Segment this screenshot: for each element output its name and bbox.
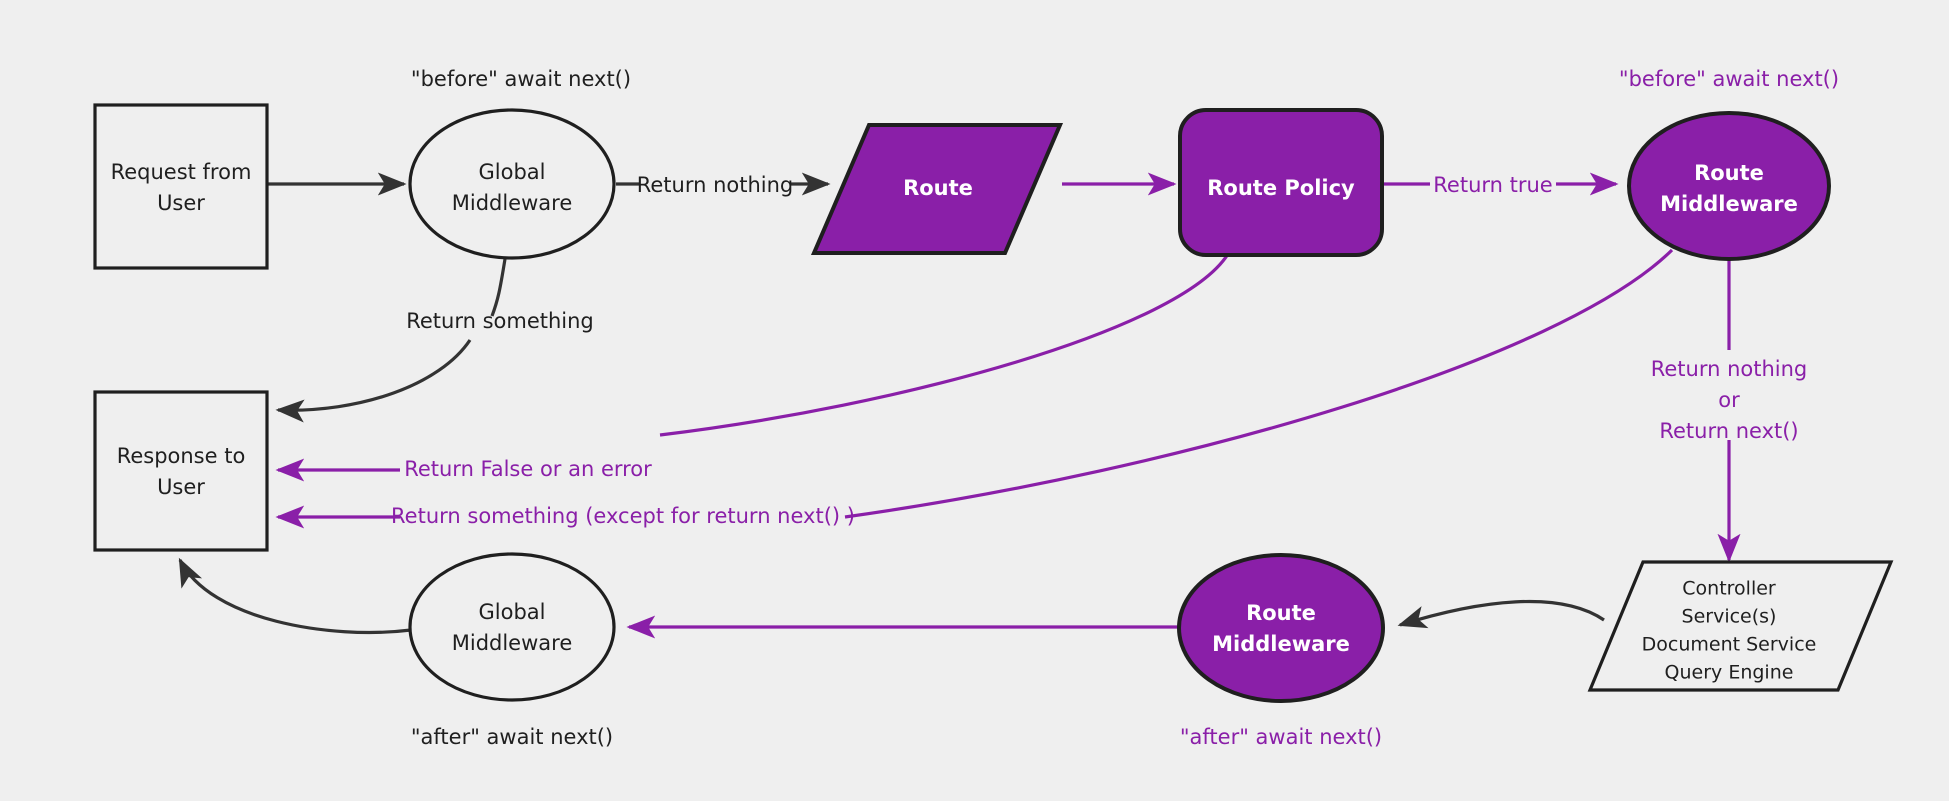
edge-label-return-true: Return true [1433,173,1552,197]
node-route-middleware-bottom[interactable]: Route Middleware [1177,553,1385,703]
edge-controller-to-route-middleware-bottom [1397,599,1605,629]
edge-route-middleware-to-response-curve [844,248,1674,519]
node-route-middleware-top[interactable]: Route Middleware [1627,111,1831,261]
route-middleware-bottom-label-line1: Route [1246,601,1316,625]
global-middleware-top-ellipse[interactable] [408,108,616,260]
request-from-user-box[interactable] [93,103,269,270]
route-label: Route [903,176,973,200]
edge-route-policy-to-response-curve [659,253,1230,437]
response-to-user-box[interactable] [93,390,269,552]
global-middleware-bottom-ellipse[interactable] [408,552,616,702]
request-from-user-label-line1: Request from [111,160,252,184]
global-middleware-bottom-label-line1: Global [479,600,546,624]
global-middleware-top-label-line1: Global [479,160,546,184]
node-global-middleware-bottom[interactable]: Global Middleware [408,552,616,702]
global-middleware-bottom-label-line2: Middleware [452,631,573,655]
response-to-user-label-line1: Response to [117,444,246,468]
controller-stack-line-3: Document Service [1642,634,1817,656]
request-from-user-label-line2: User [157,191,205,215]
edge-label-return-something-except-next: Return something (except for return next… [391,504,855,528]
edge-label-return-false-or-error: Return False or an error [404,457,652,481]
annotation-before-await-next-route: "before" await next() [1619,67,1839,91]
annotation-before-await-next-global: "before" await next() [411,67,631,91]
node-global-middleware-top[interactable]: Global Middleware [408,108,616,260]
route-middleware-top-label-line2: Middleware [1660,192,1798,216]
route-policy-label: Route Policy [1207,176,1355,200]
node-controller-stack[interactable]: Controller Service(s) Document Service Q… [1587,560,1894,692]
edge-label-return-nothing-line3: Return next() [1659,419,1798,443]
route-middleware-top-label-line1: Route [1694,161,1764,185]
response-to-user-label-line2: User [157,475,205,499]
route-middleware-top-ellipse[interactable] [1627,111,1831,261]
annotation-after-await-next-global: "after" await next() [411,725,613,749]
route-policy-box[interactable] [1178,108,1384,257]
controller-stack-line-4: Query Engine [1665,662,1794,684]
route-parallelogram[interactable] [810,123,1064,255]
edge-global-middleware-to-response [490,258,507,317]
controller-stack-line-2: Service(s) [1682,606,1777,628]
global-middleware-top-label-line2: Middleware [452,191,573,215]
edge-global-middleware-to-response-curve [275,339,472,423]
edge-label-return-something-global: Return something [406,309,594,333]
annotation-after-await-next-route: "after" await next() [1180,725,1382,749]
node-route[interactable]: Route [810,123,1064,255]
edge-label-return-nothing-global: Return nothing [637,173,794,197]
node-request-from-user[interactable]: Request from User [93,103,269,270]
edge-global-middleware-bottom-to-response [178,557,412,635]
controller-stack-parallelogram[interactable] [1587,560,1894,692]
node-route-policy[interactable]: Route Policy [1178,108,1384,257]
edge-label-return-nothing-line1: Return nothing [1651,357,1808,381]
controller-stack-line-1: Controller [1682,578,1776,600]
edge-label-return-nothing-line2: or [1718,388,1740,412]
route-middleware-bottom-label-line2: Middleware [1212,632,1350,656]
node-response-to-user[interactable]: Response to User [93,390,269,552]
route-middleware-bottom-ellipse[interactable] [1177,553,1385,703]
